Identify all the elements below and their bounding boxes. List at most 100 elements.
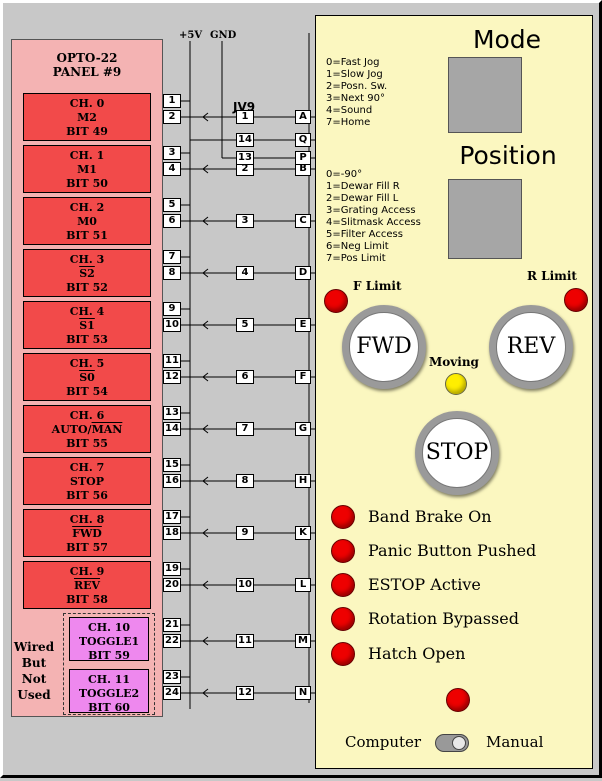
pin-8: 8 <box>163 266 181 280</box>
connector-A: A <box>295 110 311 124</box>
connector-E: E <box>295 318 311 332</box>
status-led-0 <box>331 505 355 529</box>
position-legend-item: 4=Slitmask Access <box>326 217 421 228</box>
computer-label: Computer <box>345 733 422 751</box>
stop-button-label: STOP <box>422 418 492 488</box>
connector-L: L <box>295 578 311 592</box>
connector-C: C <box>295 214 311 228</box>
channel-signal-text: M2 <box>77 111 97 124</box>
moving-label: Moving <box>429 355 479 369</box>
jv-pin-13: 13 <box>236 151 254 165</box>
channel-name: CH. 11 <box>87 673 131 686</box>
r-limit-label: R Limit <box>527 269 577 283</box>
plus5v-label: +5V <box>179 30 203 41</box>
pin-9: 9 <box>163 302 181 316</box>
connector-D: D <box>295 266 311 280</box>
channel-bit: BIT 49 <box>66 125 108 138</box>
mode-legend-item: 2=Posn. Sw. <box>326 81 388 92</box>
toggle-knob <box>452 736 466 750</box>
position-legend-item: 5=Filter Access <box>326 229 403 240</box>
signal-arrow-10 <box>202 636 209 646</box>
position-legend-item: 2=Dewar Fill L <box>326 193 399 204</box>
signal-arrow-3 <box>202 268 209 278</box>
channel-signal-man: MAN <box>91 423 123 436</box>
channel-name: CH. 1 <box>69 149 105 162</box>
channel-signal-text: FWD <box>72 527 102 540</box>
channel-bit: BIT 59 <box>88 649 130 662</box>
channel-bit: BIT 60 <box>88 701 130 714</box>
channel-bit: BIT 53 <box>66 333 108 346</box>
pin-19: 19 <box>163 562 181 576</box>
signal-arrow-6 <box>202 424 209 434</box>
mode-legend-item: 1=Slow Jog <box>326 69 383 80</box>
rev-button[interactable]: REV <box>489 305 573 389</box>
position-display <box>448 179 522 259</box>
pin-11: 11 <box>163 354 181 368</box>
connector-F: F <box>295 370 311 384</box>
mode-legend-item: 7=Home <box>326 117 371 128</box>
channel-signal-text: STOP <box>70 475 104 488</box>
gnd-label: GND <box>210 30 237 41</box>
channel-signal: S1 <box>24 319 150 333</box>
channel-name: CH. 0 <box>69 97 105 110</box>
channel-signal: TOGGLE2 <box>70 687 148 701</box>
jv-pin-7: 7 <box>236 422 254 436</box>
pin-13: 13 <box>163 406 181 420</box>
fwd-button[interactable]: FWD <box>342 305 426 389</box>
jv-pin-3: 3 <box>236 214 254 228</box>
connector-K: K <box>295 526 311 540</box>
jv-pin-6: 6 <box>236 370 254 384</box>
channel-name: CH. 6 <box>69 409 105 422</box>
r-limit-led <box>564 288 588 312</box>
channel-signal-text: M0 <box>77 215 97 228</box>
channel-name: CH. 9 <box>69 565 105 578</box>
position-legend-item: 1=Dewar Fill R <box>326 181 400 192</box>
stop-button[interactable]: STOP <box>415 411 499 495</box>
channel-signal-text: S1 <box>79 319 95 332</box>
pin-5: 5 <box>163 198 181 212</box>
channel-name: CH. 2 <box>69 201 105 214</box>
wiring-lines <box>181 33 315 709</box>
mode-legend-item: 0=Fast Jog <box>326 57 380 68</box>
pin-2: 2 <box>163 110 181 124</box>
computer-manual-toggle[interactable] <box>435 734 469 752</box>
position-title: Position <box>459 141 557 170</box>
channel-name: CH. 7 <box>69 461 105 474</box>
fwd-button-label: FWD <box>349 312 419 382</box>
wired-note: Wired But Not Used <box>13 639 55 703</box>
connector-P: P <box>295 151 311 165</box>
status-led-2 <box>331 573 355 597</box>
channel-bit: BIT 56 <box>66 489 108 502</box>
signal-arrow-4 <box>202 320 209 330</box>
channel-signal: STOP <box>24 475 150 489</box>
rev-button-label: REV <box>496 312 566 382</box>
pin-20: 20 <box>163 578 181 592</box>
channel-signal-auto: AUTO/ <box>51 423 92 436</box>
channel-signal-text: S0 <box>79 371 95 384</box>
channel-signal: S2 <box>24 267 150 281</box>
signal-arrow-1 <box>202 164 209 174</box>
connector-M: M <box>295 634 311 648</box>
jv-pin-8: 8 <box>236 474 254 488</box>
jv-pin-5: 5 <box>236 318 254 332</box>
status-label-0: Band Brake On <box>368 507 492 526</box>
channel-name: CH. 4 <box>69 305 105 318</box>
status-label-4: Hatch Open <box>368 644 466 663</box>
pin-1: 1 <box>163 94 181 108</box>
status-led-1 <box>331 539 355 563</box>
connector-N: N <box>295 686 311 700</box>
position-legend-item: 0=-90° <box>326 169 363 180</box>
pin-21: 21 <box>163 618 181 632</box>
wired-note-line3: Used <box>17 688 51 702</box>
f-limit-label: F Limit <box>353 279 402 293</box>
status-led-4 <box>331 642 355 666</box>
status-label-2: ESTOP Active <box>368 575 481 594</box>
